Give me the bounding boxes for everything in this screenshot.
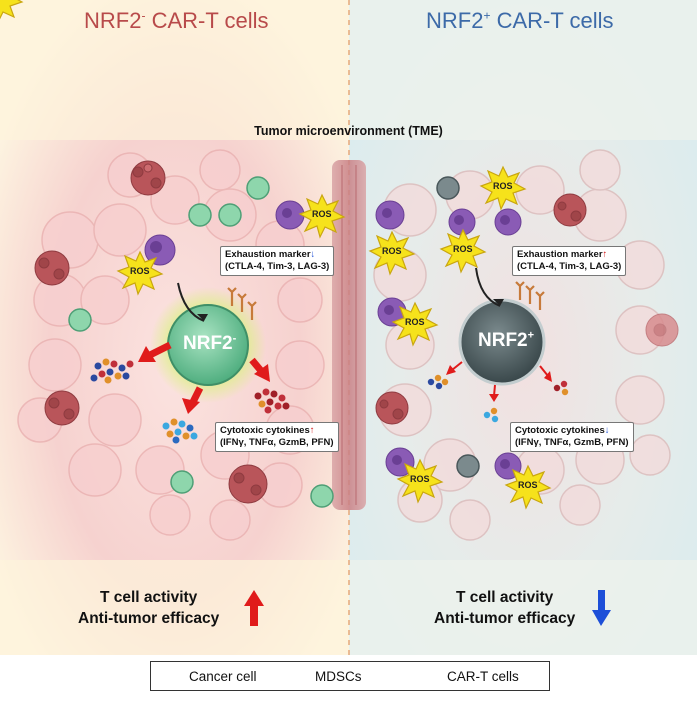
right-panel-title: NRF2+ CAR-T cells [426,8,614,33]
cancer-cell-icon [34,160,587,504]
receptor-icon [227,287,257,320]
blood-vessel [332,160,366,510]
left-outcome: T cell activity Anti-tumor efficacy [78,589,220,627]
legend: Cancer cell MDSCs CAR-T cells [150,661,550,691]
cytokine-release-arrows-left [138,341,270,414]
nrf2-positive-cell [458,267,546,386]
nrf2-negative-cell [150,282,266,403]
ros-burst-icon [0,0,24,20]
legend-cart-label: CAR-T cells [447,669,519,684]
nrf2-positive-label: NRF2+ [478,329,535,351]
cytokine-release-arrows-right [446,361,552,402]
legend-cancer-label: Cancer cell [189,669,257,684]
right-cytokines-box: Cytotoxic cytokines↓ (IFNγ, TNFα, GzmB, … [510,422,634,452]
left-tissue [17,149,325,541]
legend-mdsc-label: MDSCs [315,669,362,684]
activity-up-arrow [244,590,264,626]
right-outcome: T cell activity Anti-tumor efficacy [434,589,576,627]
left-panel-title: NRF2- CAR-T cells [84,8,269,33]
left-exhaustion-box: Exhaustion marker↓ (CTLA-4, Tim-3, LAG-3… [220,246,335,276]
cytokine-cluster-icon [90,358,569,444]
left-cytokines-box: Cytotoxic cytokines↑ (IFNγ, TNFα, GzmB, … [215,422,339,452]
car-t-cell-icon [68,176,480,508]
right-exhaustion-box: Exhaustion marker↑ (CTLA-4, Tim-3, LAG-3… [512,246,627,276]
nrf2-negative-label: NRF2- [183,332,237,354]
receptor-icon [515,281,545,310]
activity-down-arrow [592,590,611,626]
mdsc-icon [144,200,522,480]
tme-label: Tumor microenvironment (TME) [254,124,443,138]
